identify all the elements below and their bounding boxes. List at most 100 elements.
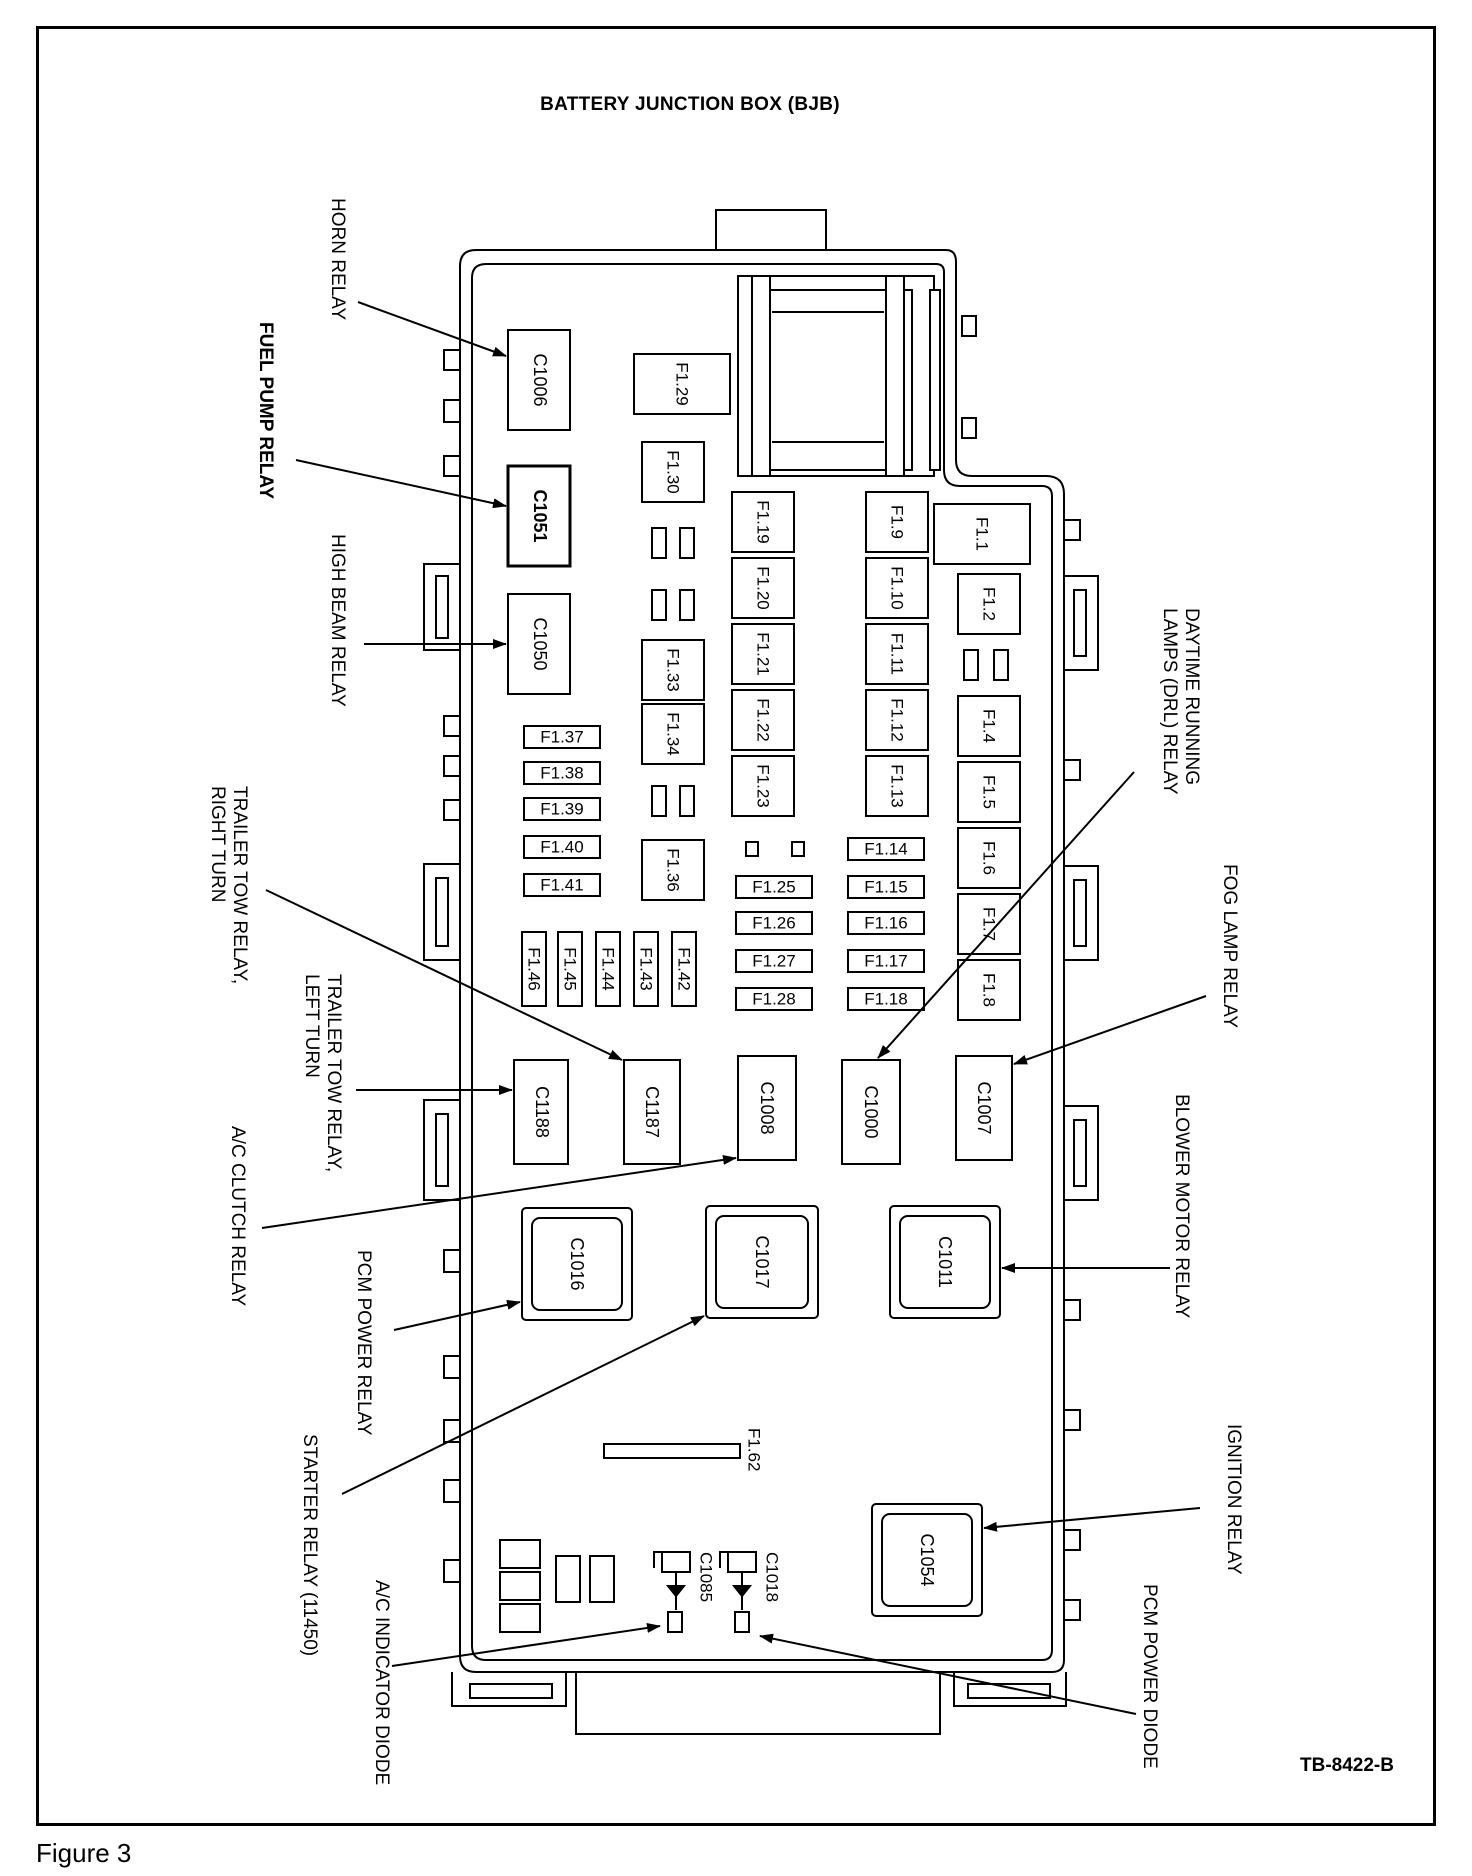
svg-text:C1007: C1007: [974, 1081, 994, 1134]
svg-text:F1.10: F1.10: [888, 566, 907, 609]
label-pcm-power-diode: PCM POWER DIODE: [1139, 1584, 1160, 1769]
svg-text:F1.45: F1.45: [561, 947, 580, 990]
fuse-f1-25: F1.25: [735, 875, 813, 899]
label-high-beam-relay: HIGH BEAM RELAY: [327, 534, 348, 707]
label-ac-clutch-relay: A/C CLUTCH RELAY: [227, 1126, 248, 1307]
fuse-f1-2: F1.2: [957, 573, 1021, 635]
svg-text:F1.20: F1.20: [754, 566, 773, 609]
svg-text:F1.25: F1.25: [752, 878, 795, 897]
svg-text:F1.41: F1.41: [540, 876, 583, 895]
relay-c1187: C1187: [623, 1059, 681, 1165]
fuse-f1-46: F1.46: [521, 931, 547, 1007]
fuse-f1-62: F1.62: [603, 1428, 764, 1471]
svg-text:F1.16: F1.16: [864, 914, 907, 933]
fuse-f1-40: F1.40: [523, 835, 601, 859]
svg-text:F1.17: F1.17: [864, 952, 907, 971]
svg-text:F1.4: F1.4: [980, 709, 999, 743]
svg-text:C1050: C1050: [530, 617, 550, 670]
label-horn-relay: HORN RELAY: [327, 198, 348, 320]
fuse-f1-30: F1.30: [641, 441, 705, 503]
svg-text:F1.42: F1.42: [675, 947, 694, 990]
fuse-f1-9: F1.9: [865, 491, 929, 553]
label-pcm-power-relay: PCM POWER RELAY: [353, 1250, 374, 1436]
relay-c1007: C1007: [955, 1055, 1013, 1161]
svg-text:F1.44: F1.44: [599, 947, 618, 990]
svg-text:F1.11: F1.11: [888, 633, 907, 675]
fuse-f1-18: F1.18: [847, 987, 925, 1011]
svg-text:F1.9: F1.9: [888, 505, 907, 539]
svg-text:F1.43: F1.43: [637, 947, 656, 990]
fuse-f1-23: F1.23: [731, 755, 795, 817]
empty-fuse-slots: [651, 527, 1009, 857]
fuse-f1-44: F1.44: [595, 931, 621, 1007]
svg-text:C1011: C1011: [935, 1236, 955, 1288]
svg-text:F1.46: F1.46: [525, 947, 544, 990]
fuse-f1-5: F1.5: [957, 761, 1021, 823]
label-fuel-pump-relay: FUEL PUMP RELAY: [255, 322, 276, 499]
svg-text:C1018: C1018: [763, 1552, 782, 1602]
diagram-frame: [36, 26, 1436, 1826]
svg-text:F1.2: F1.2: [980, 587, 999, 621]
relay-c1000: C1000: [841, 1059, 901, 1165]
svg-text:F1.30: F1.30: [664, 450, 683, 493]
relay-c1006: C1006: [507, 329, 571, 431]
relay-c1017: C1017: [705, 1205, 819, 1319]
bottom-small-cavities: [499, 1539, 615, 1633]
svg-text:F1.12: F1.12: [888, 698, 907, 741]
fuse-f1-12: F1.12: [865, 689, 929, 751]
fuse-f1-17: F1.17: [847, 949, 925, 973]
svg-text:F1.21: F1.21: [754, 632, 773, 675]
diode-c1085: C1085: [653, 1551, 716, 1633]
fuse-f1-29: F1.29: [633, 353, 731, 415]
label-starter-relay: STARTER RELAY (11450): [299, 1434, 320, 1656]
svg-text:F1.37: F1.37: [540, 728, 583, 747]
svg-text:F1.33: F1.33: [664, 648, 683, 691]
fuse-f1-14: F1.14: [847, 837, 925, 861]
svg-text:C1016: C1016: [567, 1237, 587, 1290]
fuse-f1-22: F1.22: [731, 689, 795, 751]
fuse-f1-33: F1.33: [641, 639, 705, 701]
fuse-f1-26: F1.26: [735, 911, 813, 935]
fuse-f1-11: F1.11: [865, 623, 929, 685]
fuse-f1-19: F1.19: [731, 491, 795, 553]
label-trailer-tow-right-1: TRAILER TOW RELAY,: [229, 786, 250, 984]
svg-text:F1.7: F1.7: [980, 907, 999, 941]
relay-c1008: C1008: [737, 1055, 797, 1161]
fuse-f1-45: F1.45: [557, 931, 583, 1007]
fuse-f1-4: F1.4: [957, 695, 1021, 757]
relay-c1054: C1054: [871, 1503, 983, 1617]
svg-text:F1.1: F1.1: [973, 517, 992, 551]
svg-text:F1.36: F1.36: [664, 848, 683, 891]
svg-text:F1.39: F1.39: [540, 800, 583, 819]
svg-text:C1188: C1188: [532, 1086, 552, 1138]
fuse-f1-15: F1.15: [847, 875, 925, 899]
svg-text:F1.19: F1.19: [754, 500, 773, 543]
label-fog-lamp-relay: FOG LAMP RELAY: [1219, 864, 1240, 1028]
fuse-f1-36: F1.36: [641, 839, 705, 901]
fuse-f1-13: F1.13: [865, 755, 929, 817]
drawing-code: TB-8422-B: [1300, 1755, 1394, 1776]
label-trailer-tow-left-2: LEFT TURN: [301, 974, 322, 1078]
relay-c1011: C1011: [889, 1205, 1001, 1319]
svg-text:F1.40: F1.40: [540, 838, 583, 857]
svg-text:C1017: C1017: [752, 1235, 772, 1288]
fuse-f1-28: F1.28: [735, 987, 813, 1011]
svg-text:F1.34: F1.34: [664, 712, 683, 755]
svg-text:F1.15: F1.15: [864, 878, 907, 897]
svg-text:C1000: C1000: [861, 1085, 881, 1138]
svg-text:F1.22: F1.22: [754, 698, 773, 741]
svg-text:F1.23: F1.23: [754, 764, 773, 807]
figure-caption: Figure 3: [36, 1838, 132, 1868]
relay-c1050: C1050: [507, 593, 571, 695]
svg-text:C1085: C1085: [697, 1552, 716, 1602]
svg-text:F1.18: F1.18: [864, 990, 907, 1009]
fuse-f1-41: F1.41: [523, 873, 601, 897]
relay-c1051: C1051: [506, 464, 572, 568]
fuse-f1-43: F1.43: [633, 931, 659, 1007]
relay-c1016: C1016: [521, 1207, 633, 1321]
label-ac-indicator-diode: A/C INDICATOR DIODE: [371, 1580, 392, 1785]
fuse-f1-20: F1.20: [731, 557, 795, 619]
svg-text:C1008: C1008: [757, 1081, 777, 1134]
fuse-f1-42: F1.42: [671, 931, 697, 1007]
